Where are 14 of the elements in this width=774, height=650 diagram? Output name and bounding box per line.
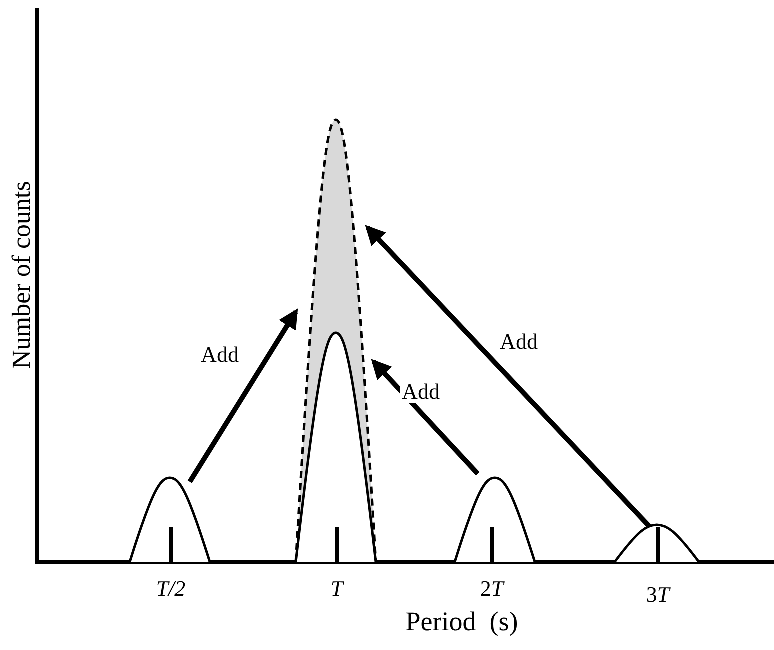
arrow — [365, 225, 652, 529]
tick-label: 2T — [480, 578, 504, 600]
tick-label: T/2 — [156, 578, 186, 600]
arrow — [188, 308, 298, 484]
peak-curve — [130, 478, 210, 562]
tick-label: T — [330, 578, 344, 600]
peak-curve — [455, 478, 535, 562]
tick-label: 3T — [646, 584, 670, 606]
peak-curve — [615, 525, 699, 562]
axis-title: Period (s) — [406, 608, 518, 636]
edge-label: Add — [400, 381, 442, 403]
peak-curve — [296, 333, 376, 562]
arrow — [371, 359, 480, 476]
axis-title: Number of counts — [9, 181, 35, 369]
